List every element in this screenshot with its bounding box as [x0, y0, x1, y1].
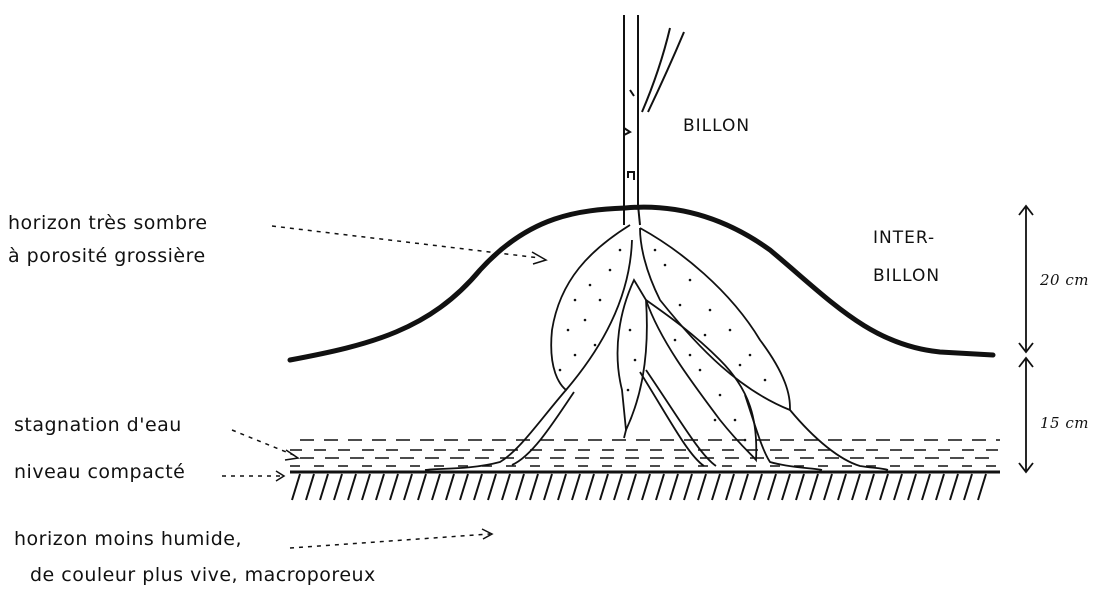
hatch-line [572, 474, 580, 500]
hatch-line [348, 474, 356, 500]
hatch-line [936, 474, 944, 500]
hatch-line [768, 474, 776, 500]
hatch-line [810, 474, 818, 500]
hatch-line [712, 474, 720, 500]
hatch-line [838, 474, 846, 500]
hatch-line [656, 474, 664, 500]
hatch-line [516, 474, 524, 500]
hatch-line [628, 474, 636, 500]
plant-stem [624, 15, 684, 225]
label-dim-20: 20 cm [1040, 271, 1089, 289]
hatch-line [908, 474, 916, 500]
hatch-line [320, 474, 328, 500]
hatch-line [530, 474, 538, 500]
dimension-15cm [1019, 358, 1033, 472]
hatch-line [362, 474, 370, 500]
hatch-line [418, 474, 426, 500]
hatch-line [558, 474, 566, 500]
hatch-line [404, 474, 412, 500]
label-horizon-sombre-1: horizon très sombre [8, 212, 208, 234]
hatch-line [922, 474, 930, 500]
label-horizon-sombre-2: à porosité grossière [8, 245, 206, 267]
hatch-line [460, 474, 468, 500]
hatching [292, 474, 986, 500]
label-horizon-humide-2: de couleur plus vive, macroporeux [30, 564, 376, 586]
hatch-line [614, 474, 622, 500]
label-inter-billon-2: BILLON [873, 266, 940, 286]
hatch-line [600, 474, 608, 500]
hatch-line [824, 474, 832, 500]
hatch-line [950, 474, 958, 500]
hatch-line [684, 474, 692, 500]
hatch-line [978, 474, 986, 500]
hatch-line [376, 474, 384, 500]
hatch-line [964, 474, 972, 500]
dimension-20cm [1019, 206, 1033, 352]
label-niveau-compacte: niveau compacté [14, 461, 185, 483]
hatch-line [782, 474, 790, 500]
hatch-line [796, 474, 804, 500]
hatch-line [726, 474, 734, 500]
hatch-line [390, 474, 398, 500]
leader-lines [222, 226, 546, 548]
hatch-line [334, 474, 342, 500]
hatch-line [642, 474, 650, 500]
label-inter-billon-1: INTER- [873, 228, 935, 248]
hatch-line [488, 474, 496, 500]
hatch-line [474, 474, 482, 500]
hatch-line [754, 474, 762, 500]
root-system [425, 225, 888, 470]
label-stagnation: stagnation d'eau [14, 414, 182, 436]
hatch-line [894, 474, 902, 500]
water-stagnation-dashes [290, 440, 1000, 466]
hatch-line [880, 474, 888, 500]
label-billon: BILLON [683, 116, 750, 136]
hatch-line [544, 474, 552, 500]
label-dim-15: 15 cm [1040, 414, 1089, 432]
hatch-line [586, 474, 594, 500]
hatch-line [502, 474, 510, 500]
hatch-line [852, 474, 860, 500]
hatch-line [698, 474, 706, 500]
root-dots [559, 249, 767, 442]
hatch-line [292, 474, 300, 500]
hatch-line [432, 474, 440, 500]
hatch-line [866, 474, 874, 500]
label-horizon-humide-1: horizon moins humide, [14, 528, 242, 550]
hatch-line [306, 474, 314, 500]
hatch-line [446, 474, 454, 500]
hatch-line [740, 474, 748, 500]
hatch-line [670, 474, 678, 500]
